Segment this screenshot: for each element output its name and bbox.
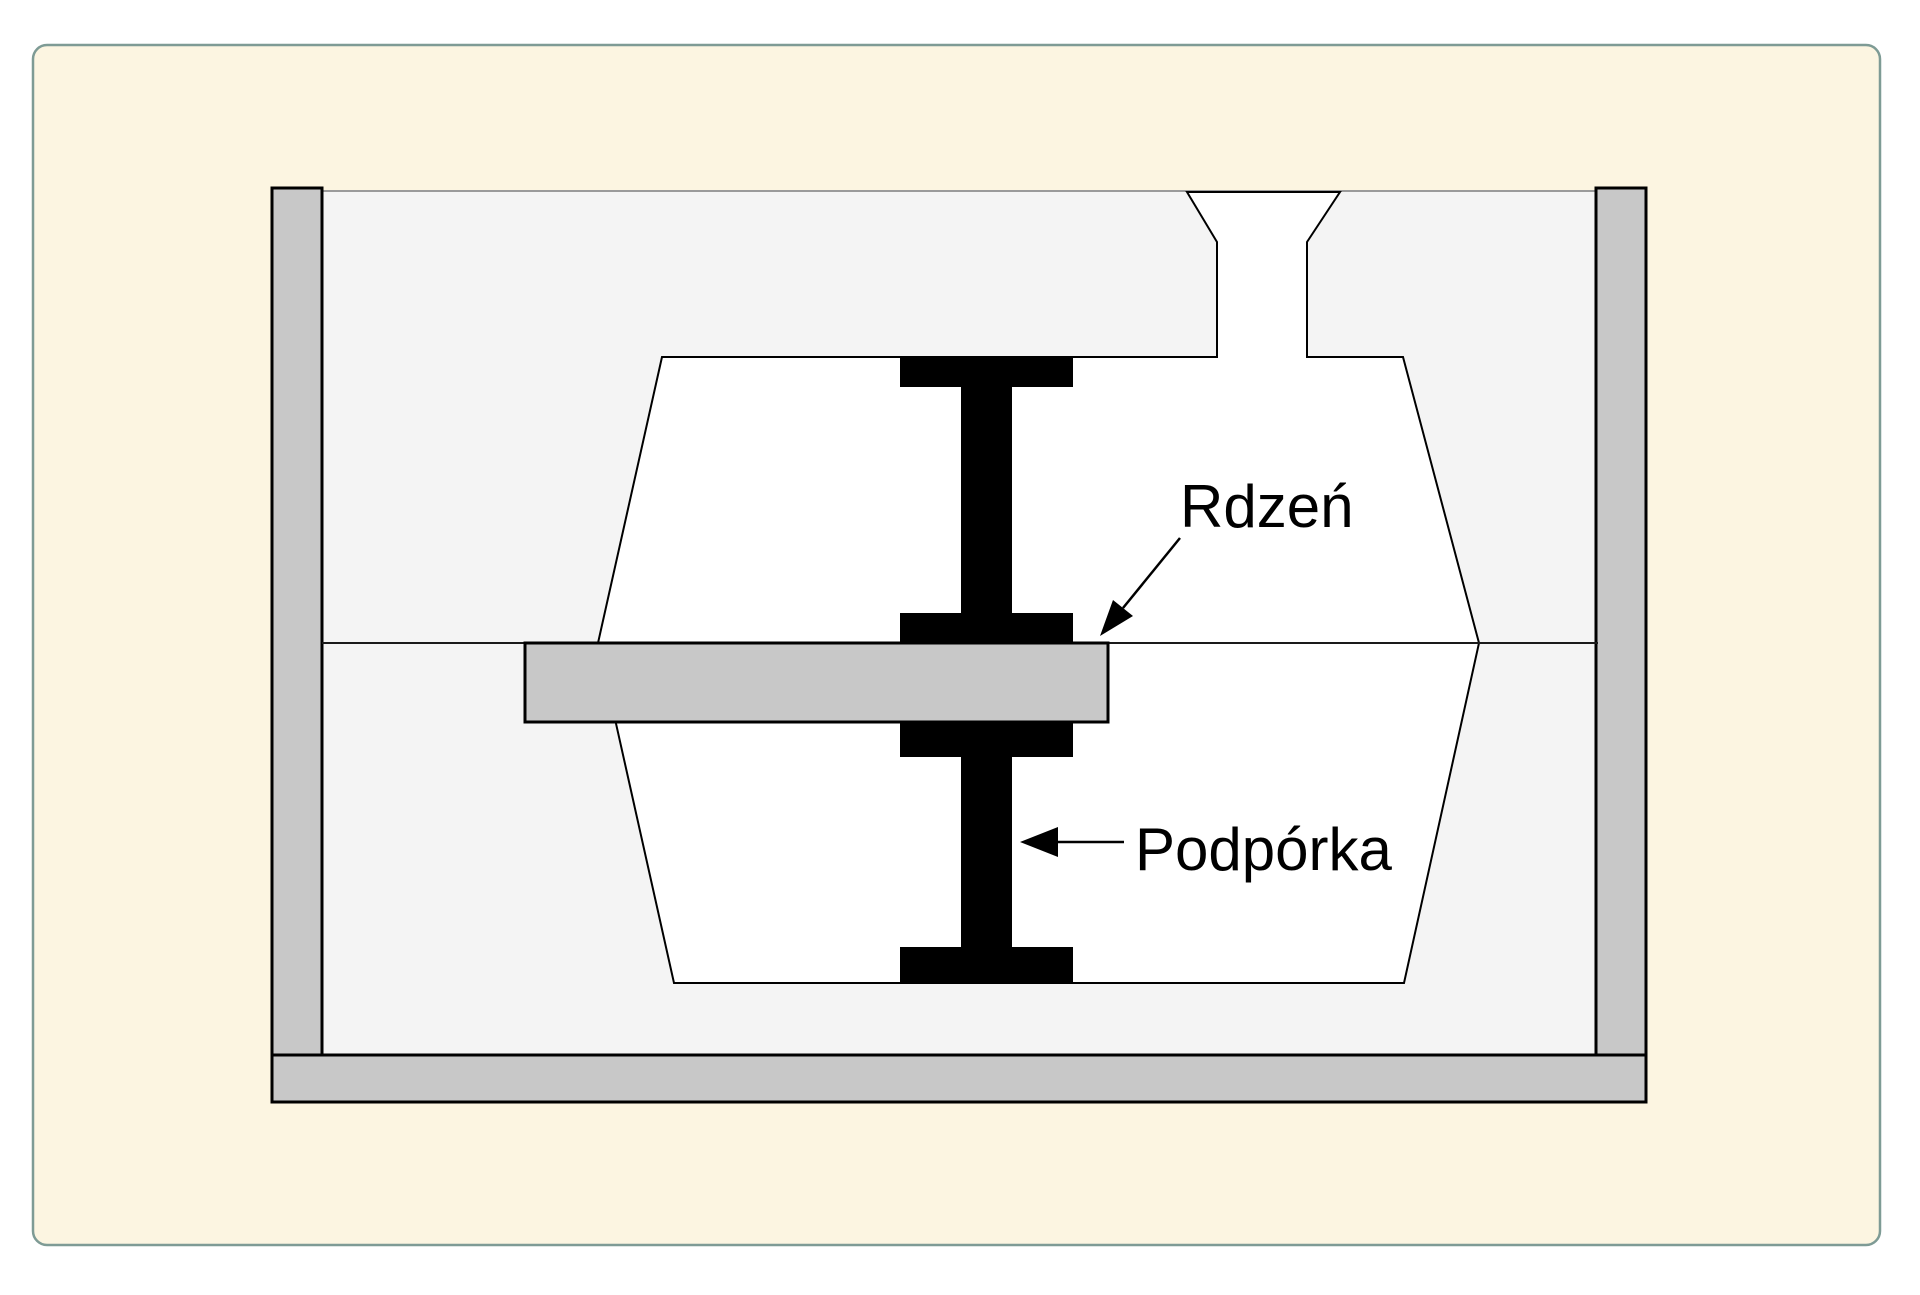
chaplet-arrowhead <box>1020 827 1058 857</box>
chaplet-upper <box>900 357 1073 643</box>
core-arrowhead <box>1100 600 1133 636</box>
chaplet-label: Podpórka <box>1135 816 1392 883</box>
core-bar <box>523 641 1110 724</box>
flask-bottom-rail <box>270 1053 1648 1104</box>
flask-right-wall <box>1594 186 1648 1104</box>
flask-left-wall <box>270 186 324 1104</box>
core-arrow-line <box>1122 537 1181 609</box>
chaplet-lower <box>900 722 1073 983</box>
core-label: Rdzeń <box>1180 473 1353 540</box>
